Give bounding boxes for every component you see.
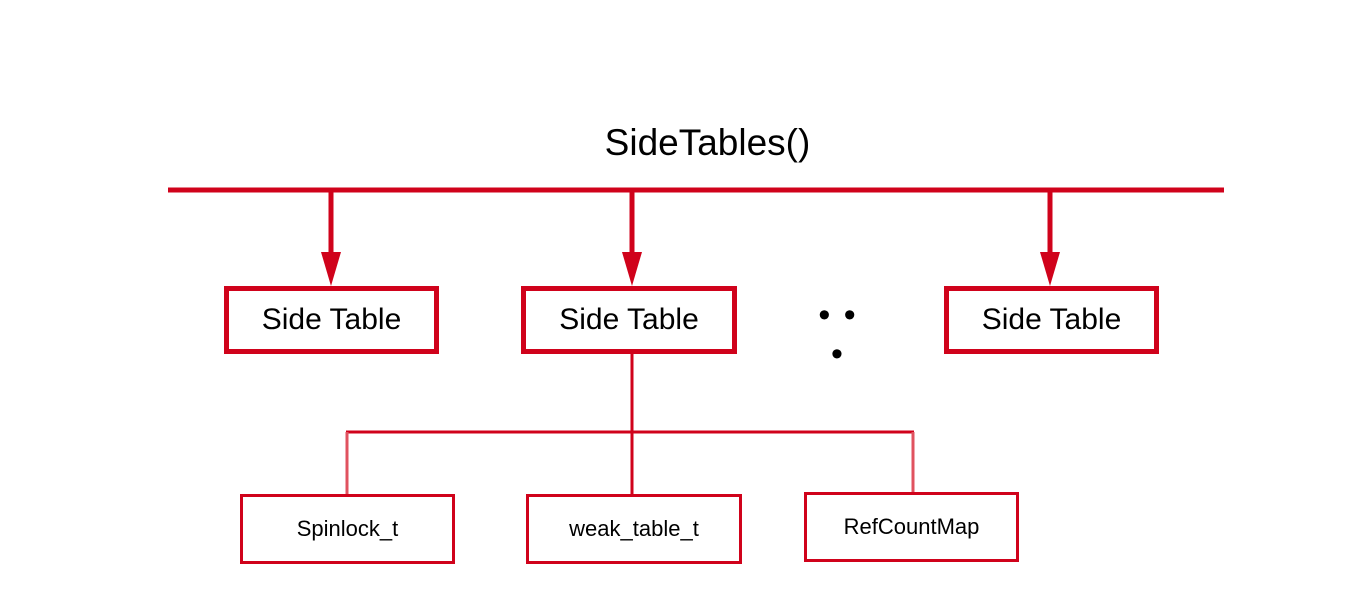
refcountmap-box: RefCountMap bbox=[804, 492, 1019, 562]
arrowhead-2 bbox=[622, 252, 642, 286]
sidetables-title: SideTables() bbox=[604, 122, 811, 163]
spinlock-box: Spinlock_t bbox=[240, 494, 455, 564]
side-table-box-2: Side Table bbox=[521, 286, 737, 354]
weak-table-box: weak_table_t bbox=[526, 494, 742, 564]
side-table-box-1: Side Table bbox=[224, 286, 439, 354]
arrowhead-3 bbox=[1040, 252, 1060, 286]
arrowhead-1 bbox=[321, 252, 341, 286]
more-tables-ellipsis: • • • bbox=[818, 296, 858, 373]
side-table-box-3: Side Table bbox=[944, 286, 1159, 354]
